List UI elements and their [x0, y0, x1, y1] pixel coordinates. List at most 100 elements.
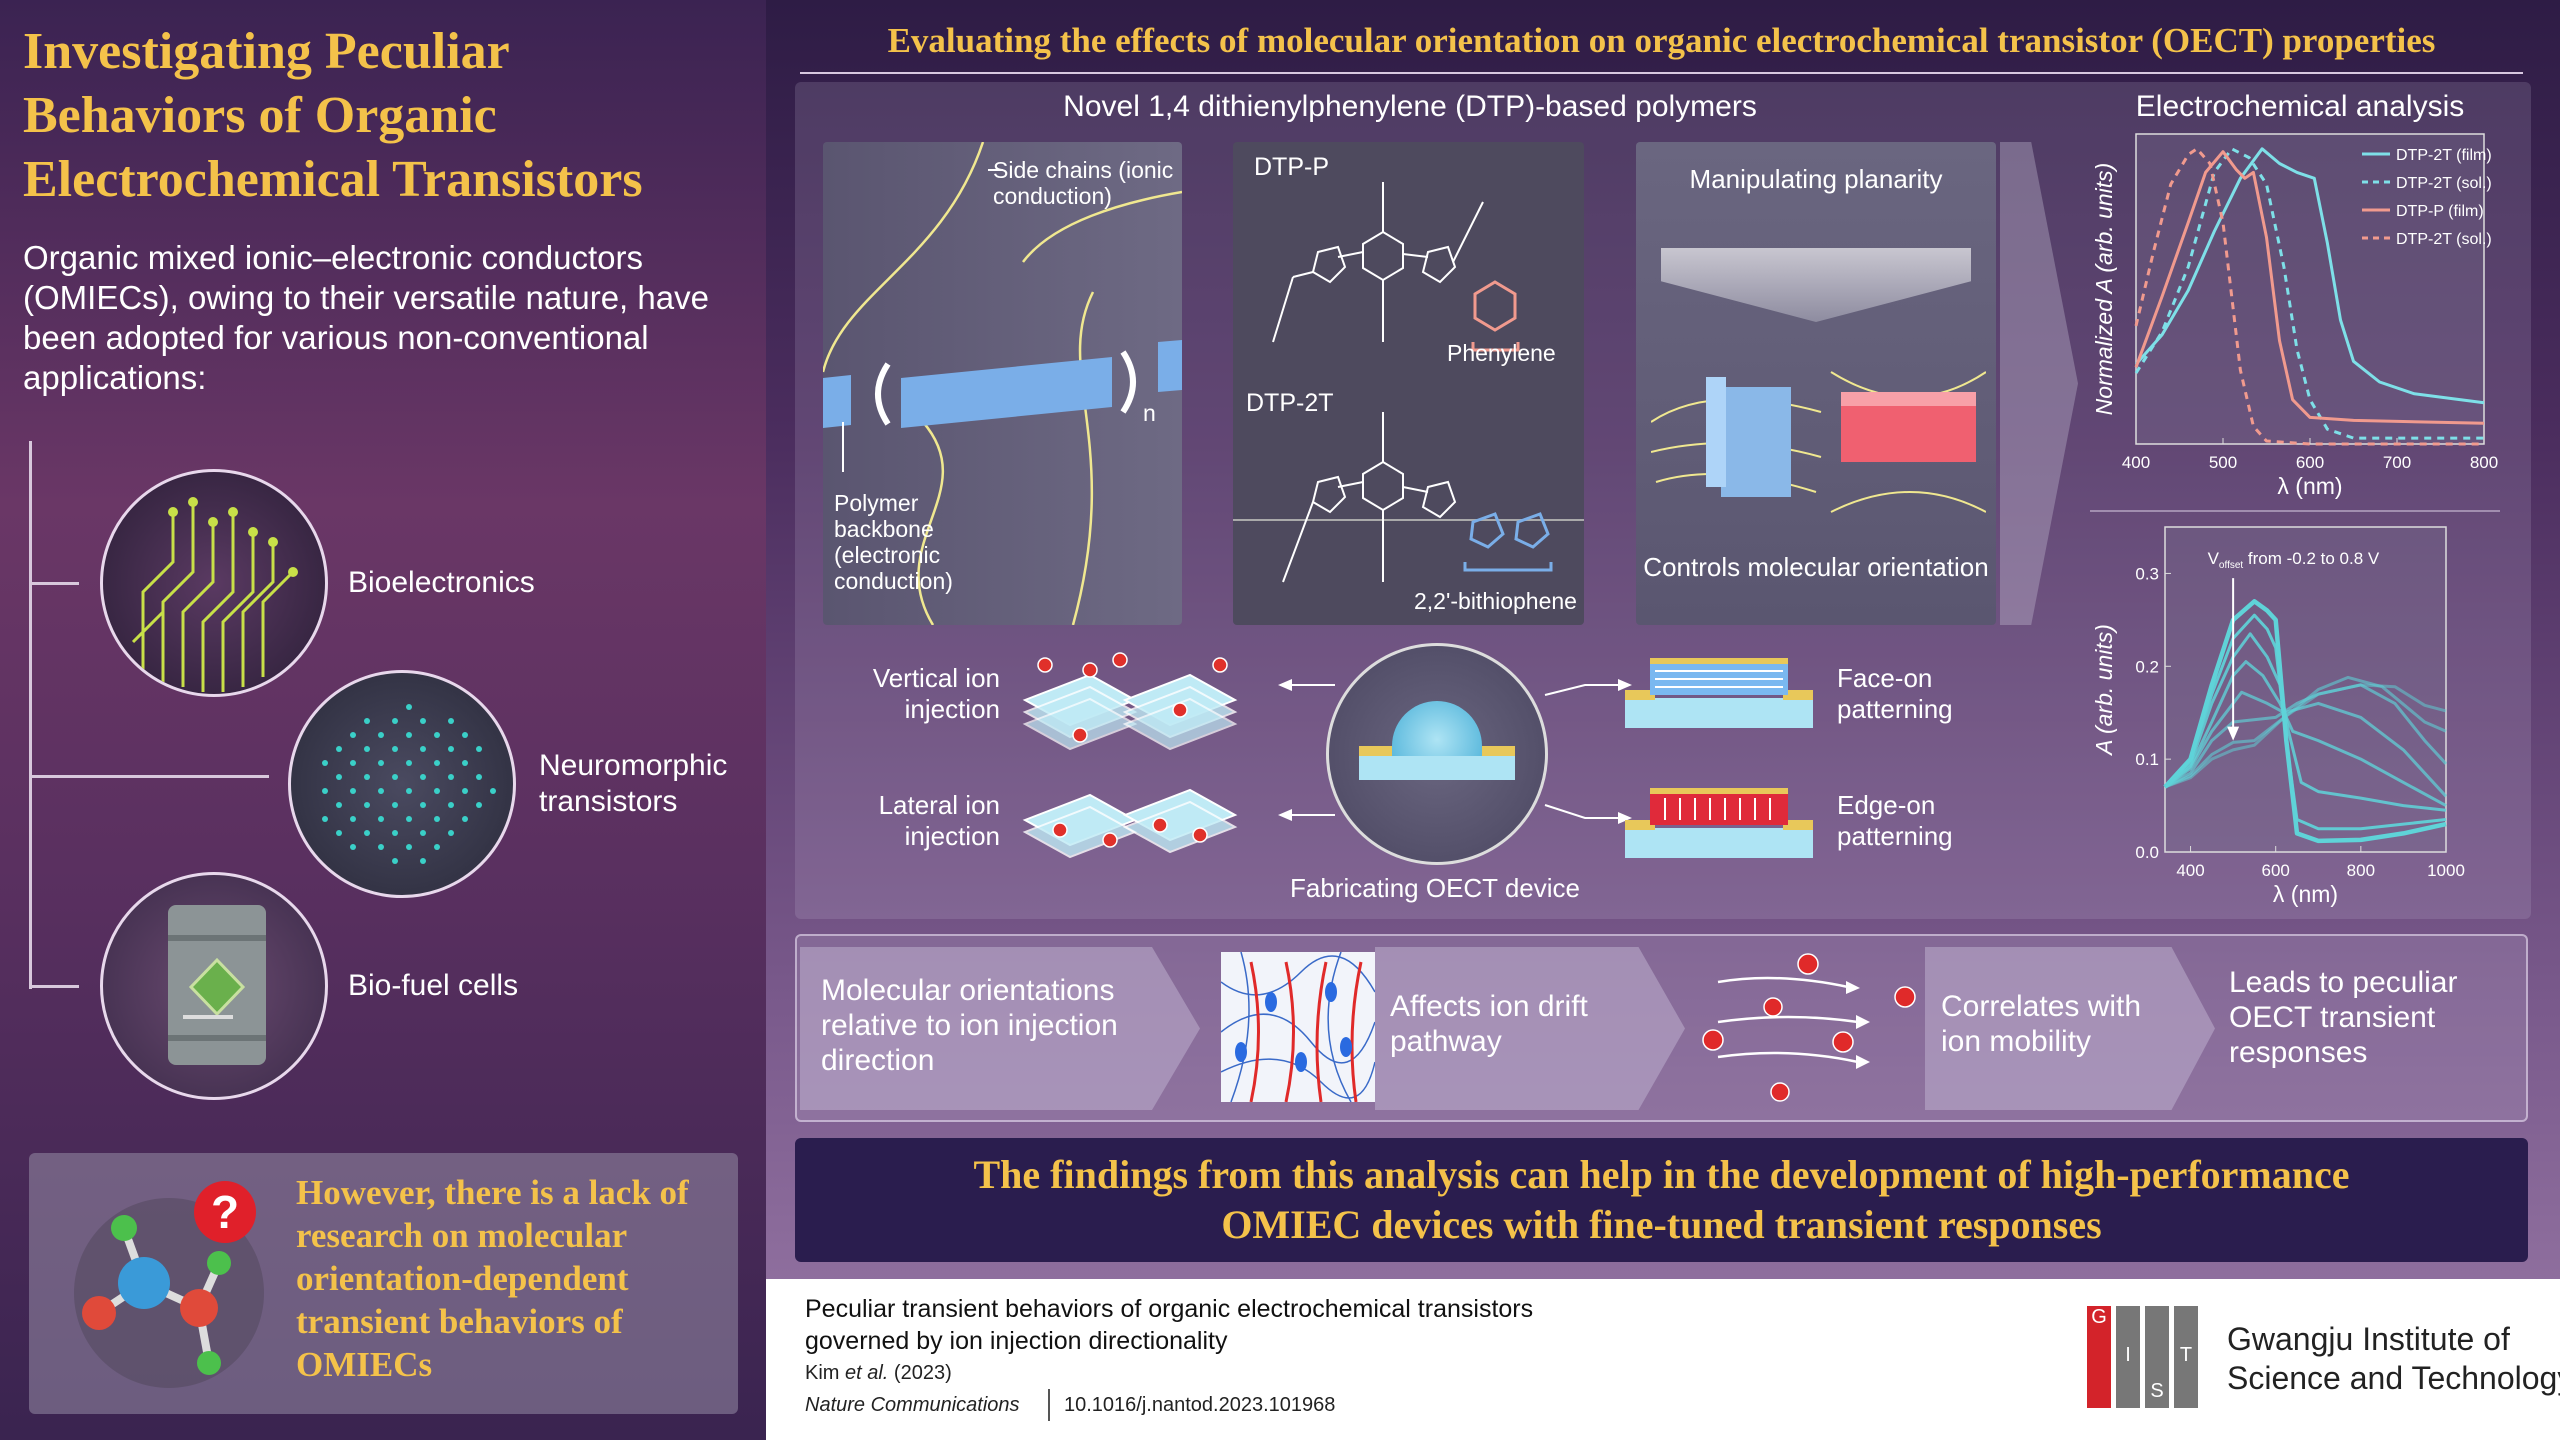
series-line	[2164, 690, 2448, 798]
neuron-dot	[406, 760, 412, 766]
neuron-dot	[434, 816, 440, 822]
ion-mobility-arrows-icon	[1702, 953, 1916, 1102]
question-badge: ?	[194, 1181, 256, 1243]
application-label: Neuromorphic transistors	[539, 749, 728, 818]
flow-step-background	[1925, 947, 2215, 1110]
neuron-dot	[490, 788, 496, 794]
neuron-dot	[336, 802, 342, 808]
et-al: et al.	[845, 1362, 889, 1384]
neuron-dot	[420, 830, 426, 836]
neuron-dot	[420, 802, 426, 808]
x-tick-label: 1000	[2427, 861, 2465, 880]
y-tick-label: 0.2	[2135, 657, 2159, 676]
neuron-dot	[378, 732, 384, 738]
doi-link[interactable]: 10.1016/j.nantod.2023.101968	[1064, 1394, 1336, 1416]
neuron-dot	[350, 760, 356, 766]
neuron-dot	[336, 830, 342, 836]
x-tick-label: 600	[2262, 861, 2290, 880]
banner-line-1: The findings from this analysis can help…	[973, 1152, 2350, 1197]
vertical-injection-label: Vertical ion injection	[872, 663, 1000, 724]
authors: Kim et al. (2023)	[805, 1362, 952, 1385]
x-tick-label: 700	[2383, 453, 2411, 472]
logo-letter: T	[2174, 1306, 2198, 1408]
y-tick-label: 0.0	[2135, 843, 2159, 862]
neuron-dot	[350, 788, 356, 794]
neuron-dot	[322, 788, 328, 794]
neuron-dot	[350, 732, 356, 738]
flow-step-background	[800, 947, 1200, 1110]
manipulating-label: Manipulating planarity	[1689, 164, 1943, 194]
neuron-dot	[378, 844, 384, 850]
flow-step-background	[1375, 947, 1685, 1110]
flow-step-3: Correlates with ion mobility	[1941, 990, 2142, 1058]
neuron-dot	[448, 830, 454, 836]
backbone-label: Polymer backbone (electronic conduction)	[834, 490, 953, 594]
neuron-dot	[462, 760, 468, 766]
side-chains-label: Side chains (ionic conduction)	[993, 157, 1174, 209]
tree-line	[29, 441, 32, 989]
neuron-dot	[364, 830, 370, 836]
institute-name: Gwangju Institute of	[2227, 1321, 2510, 1357]
tree-branch	[29, 582, 79, 585]
application-label: Bio-fuel cells	[348, 969, 519, 1002]
neuron-dot	[322, 760, 328, 766]
neuron-dot	[378, 760, 384, 766]
neuron-dot	[448, 746, 454, 752]
neuron-dot	[434, 788, 440, 794]
neuron-dot	[350, 844, 356, 850]
plot-area	[2164, 526, 2447, 853]
substrate-icon	[1359, 754, 1515, 780]
neuron-dot	[406, 816, 412, 822]
neuron-dot	[336, 746, 342, 752]
plot-area	[2135, 133, 2485, 445]
main-title-line: Behaviors of Organic	[23, 87, 497, 144]
neuron-dot	[406, 844, 412, 850]
polymer-chain-illustration	[823, 142, 1182, 625]
patterning-devices-icon	[1625, 658, 1813, 858]
neuron-dot	[406, 788, 412, 794]
conclusion-banner: The findings from this analysis can help…	[795, 1138, 2528, 1262]
y-axis-label: Normalized A (arb. units)	[2091, 163, 2117, 416]
neuron-dot	[448, 774, 454, 780]
lateral-injection-label: Lateral ion injection	[878, 790, 1000, 851]
series-line	[2134, 147, 2484, 440]
series-line	[2134, 147, 2484, 446]
neuron-dot	[420, 746, 426, 752]
y-tick-label: 0.3	[2135, 564, 2159, 583]
ion-injection-films-icon	[1022, 652, 1238, 859]
edge-on-label: Edge-on patterning	[1837, 790, 1953, 851]
neuron-dot	[434, 844, 440, 850]
series-line	[2164, 683, 2447, 789]
flow-step-4: Leads to peculiar OECT transient respons…	[2229, 966, 2458, 1069]
tree-branch	[29, 775, 269, 778]
dtp-p-label: DTP-P	[1254, 153, 1329, 181]
neuron-dot	[364, 746, 370, 752]
series-line	[2164, 683, 2448, 789]
neuron-dot	[406, 732, 412, 738]
neuron-dot	[364, 802, 370, 808]
logo-letter: G	[2087, 1306, 2111, 1408]
callout-text: However, there is a lack of research on …	[296, 1173, 689, 1384]
left-panel: Investigating Peculiar Behaviors of Orga…	[0, 0, 766, 1440]
y-tick-label: 0.1	[2135, 750, 2159, 769]
legend-label: DTP-2T (film)	[2396, 147, 2492, 164]
author-name: Kim	[805, 1362, 845, 1384]
x-tick-label: 600	[2296, 453, 2324, 472]
neuron-dot	[350, 816, 356, 822]
x-tick-label: 400	[2122, 453, 2150, 472]
neuron-dot	[392, 746, 398, 752]
neuron-dot	[392, 802, 398, 808]
paper-title-line: governed by ion injection directionality	[805, 1327, 1228, 1355]
neuron-dot	[434, 760, 440, 766]
repeat-unit-n: n	[1143, 400, 1156, 426]
neuron-dot	[392, 774, 398, 780]
electrode-icon	[1465, 746, 1515, 756]
electrode-icon	[1359, 746, 1409, 756]
chemical-structures-panel: DTP-P DTP-2T Phenylene 2,2'-bithiophene	[1233, 142, 1584, 625]
y-axis-label: A (arb. units)	[2091, 624, 2117, 757]
journal-name: Nature Communications	[805, 1394, 1020, 1416]
banner-line-2: OMIEC devices with fine-tuned transient …	[1221, 1202, 2102, 1247]
intro-text: Organic mixed ionic–electronic conductor…	[23, 239, 709, 396]
neuron-dot	[462, 816, 468, 822]
